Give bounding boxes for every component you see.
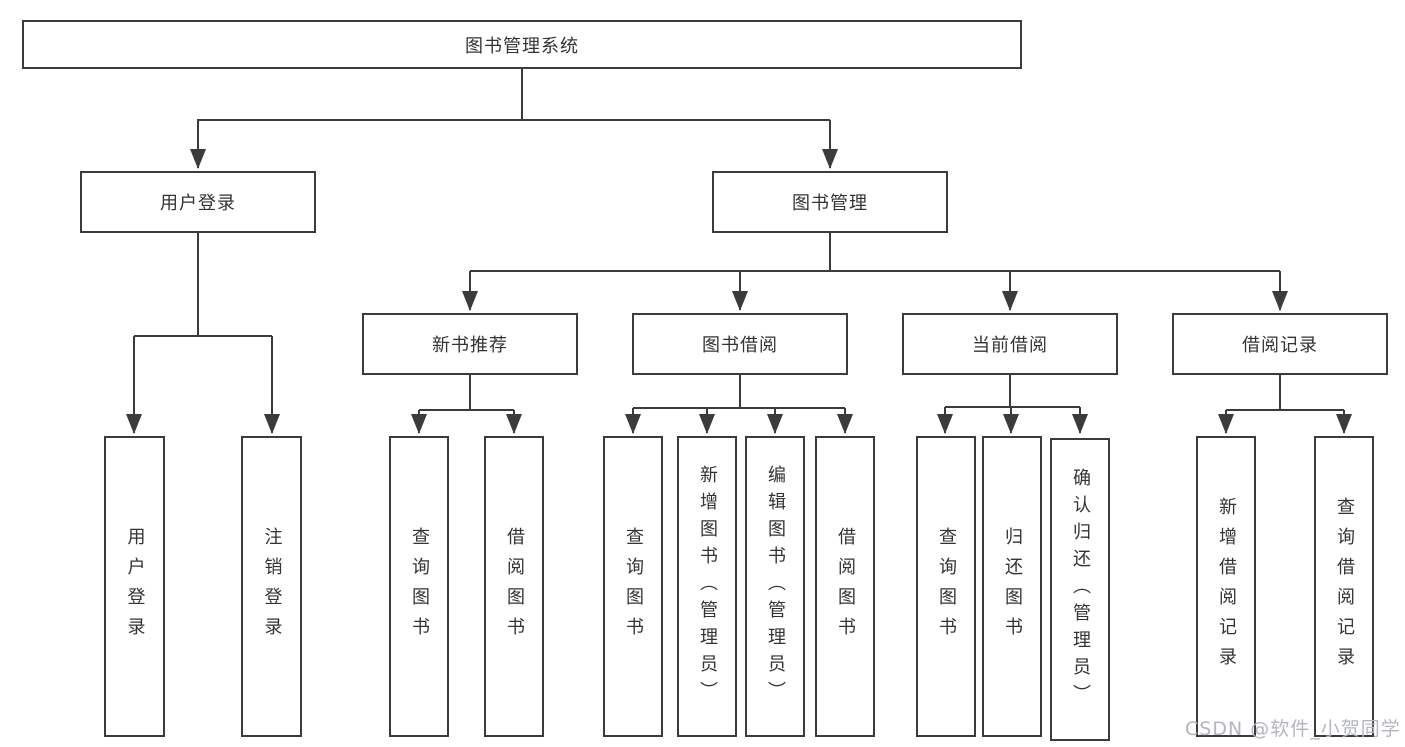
- node-label: 确认归还（管理员）: [1070, 468, 1091, 711]
- node-book-borrow: 图书借阅: [632, 313, 848, 375]
- node-label: 图书借阅: [702, 335, 778, 356]
- leaf-query-books-borrow: 查询图书: [603, 436, 663, 737]
- node-label: 查询图书: [409, 526, 430, 647]
- node-label: 用户登录: [160, 193, 236, 214]
- watermark: CSDN @软件_小贺同学: [1185, 718, 1401, 740]
- node-user-login: 用户登录: [80, 171, 316, 233]
- leaf-query-borrow-record: 查询借阅记录: [1314, 436, 1374, 737]
- node-label: 查询图书: [936, 526, 957, 647]
- node-label: 借阅图书: [835, 526, 856, 647]
- leaf-return-book: 归还图书: [982, 436, 1042, 737]
- leaf-add-book-admin: 新增图书（管理员）: [677, 436, 737, 737]
- node-label: 编辑图书（管理员）: [765, 465, 786, 708]
- node-label: 图书管理系统: [465, 35, 579, 57]
- leaf-logout: 注销登录: [241, 436, 302, 737]
- leaf-query-books-recommend: 查询图书: [389, 436, 449, 737]
- node-label: 借阅图书: [504, 526, 525, 647]
- node-label: 新增借阅记录: [1216, 496, 1237, 677]
- node-label: 归还图书: [1002, 526, 1023, 647]
- node-label: 用户登录: [124, 526, 146, 647]
- node-borrow-records: 借阅记录: [1172, 313, 1388, 375]
- node-label: 当前借阅: [972, 335, 1048, 356]
- leaf-borrow-books-recommend: 借阅图书: [484, 436, 544, 737]
- leaf-user-login: 用户登录: [104, 436, 165, 737]
- node-label: 查询图书: [623, 526, 644, 647]
- leaf-query-books-current: 查询图书: [916, 436, 976, 737]
- node-label: 图书管理: [792, 193, 868, 214]
- leaf-add-borrow-record: 新增借阅记录: [1196, 436, 1256, 737]
- node-new-book-recommend: 新书推荐: [362, 313, 578, 375]
- node-current-borrow: 当前借阅: [902, 313, 1118, 375]
- node-book-management: 图书管理: [712, 171, 948, 233]
- node-label: 借阅记录: [1242, 335, 1318, 356]
- node-library-management-system: 图书管理系统: [22, 20, 1022, 69]
- node-label: 查询借阅记录: [1334, 496, 1355, 677]
- node-label: 新书推荐: [432, 335, 508, 356]
- node-label: 新增图书（管理员）: [697, 465, 718, 708]
- leaf-borrow-books: 借阅图书: [815, 436, 875, 737]
- node-label: 注销登录: [261, 526, 283, 647]
- leaf-confirm-return-admin: 确认归还（管理员）: [1050, 438, 1110, 741]
- leaf-edit-book-admin: 编辑图书（管理员）: [745, 436, 805, 737]
